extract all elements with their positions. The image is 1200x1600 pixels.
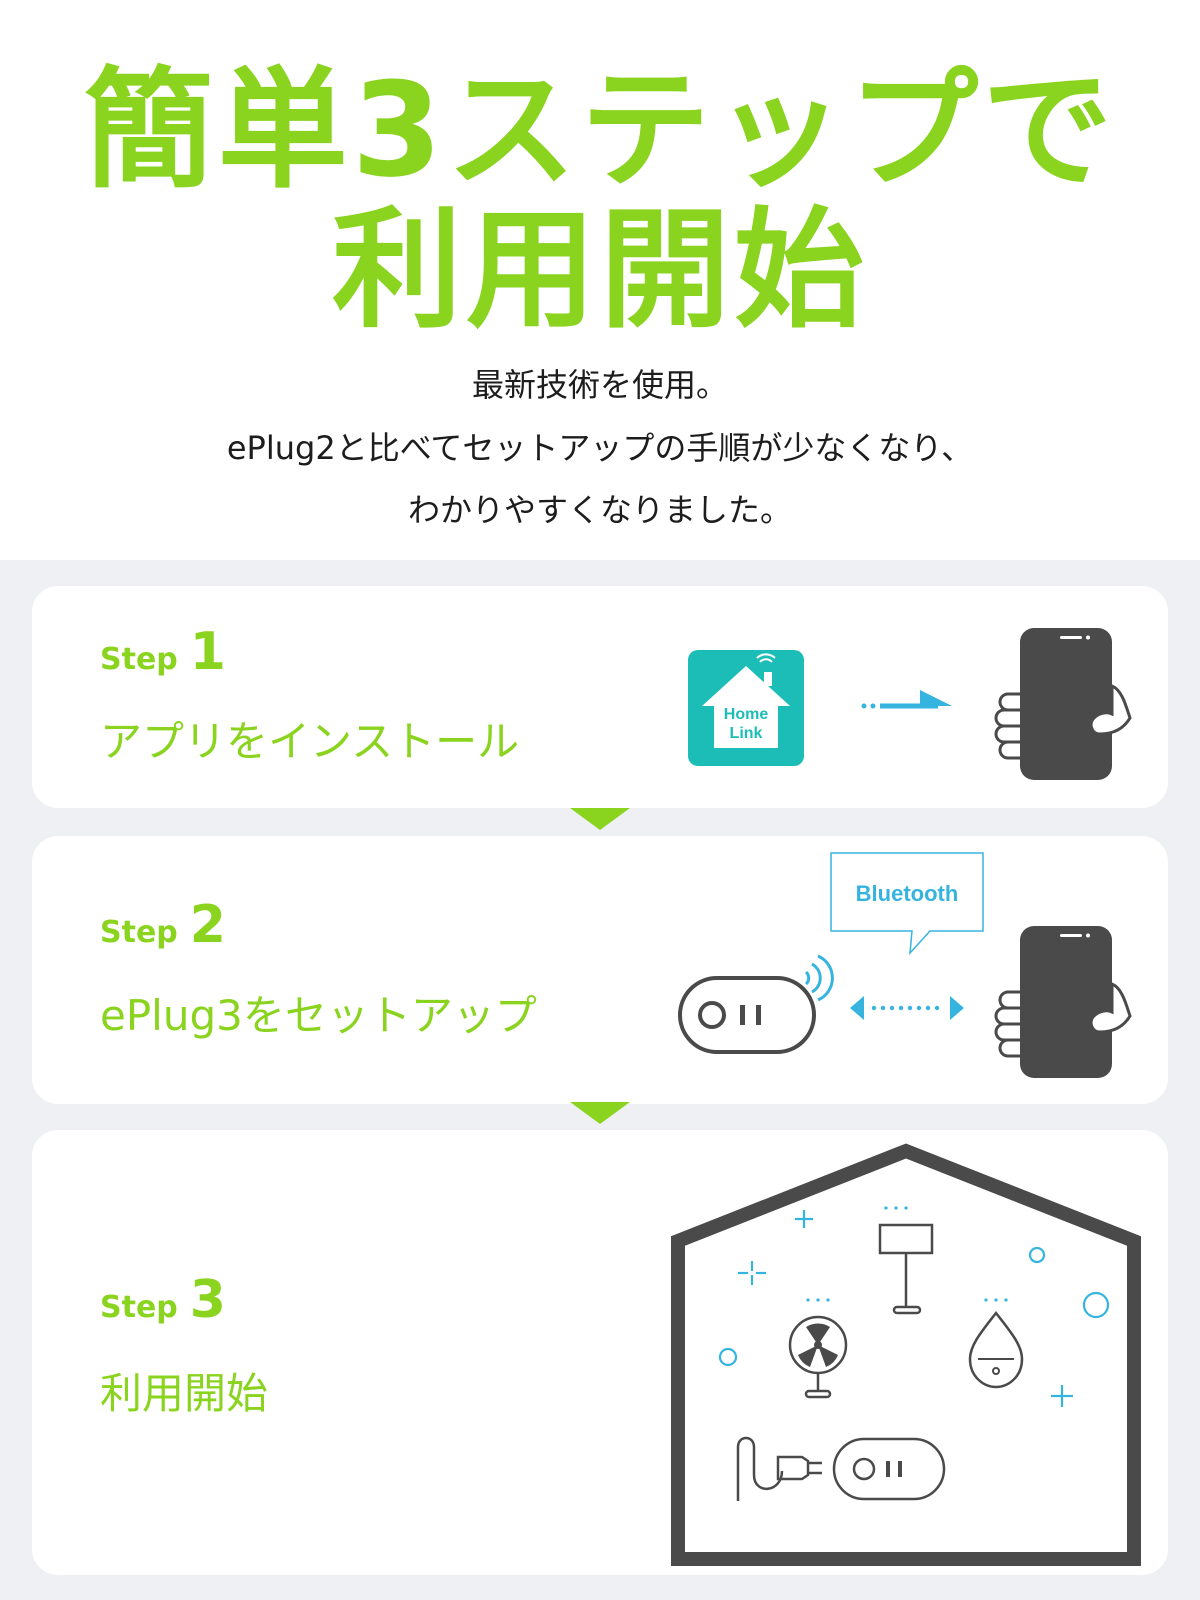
app-label-line-2: Link [730,725,763,742]
smartphone-hand-icon [994,926,1132,1078]
bluetooth-bubble: Bluetooth [830,852,984,956]
bluetooth-wave-icon [804,970,811,986]
step-word: Step [100,915,178,950]
chevron-down-icon [570,808,630,830]
step-1-card [32,586,1168,808]
step-1-label: Step 1 [100,622,226,682]
step-word: Step [100,642,178,677]
step-word: Step [100,1290,178,1325]
bluetooth-label: Bluetooth [856,881,959,906]
hero-section: 簡単3ステップで 利用開始 最新技術を使用。 ePlug2と比べてセットアップの… [0,0,1200,560]
fan-icon [788,1298,848,1399]
step-number: 2 [189,895,226,955]
humidifier-icon [968,1298,1024,1389]
home-link-app-icon: Home Link [688,650,804,766]
smartphone-hand-icon [994,628,1132,780]
step-1-description: アプリをインストール [100,717,520,766]
subtitle-line-2: ePlug2と比べてセットアップの手順が少なくなり、 [226,429,974,467]
arrow-right-icon [861,690,952,709]
step-number: 1 [189,622,226,682]
step-3-label: Step 3 [100,1270,226,1330]
subtitle-line-3: わかりやすくなりました。 [407,491,792,529]
sparkle-decorations [718,1210,1110,1407]
subtitle-line-1: 最新技術を使用。 [471,366,728,404]
step-2-description: ePlug3をセットアップ [100,991,537,1040]
headline-line-1: 簡単3ステップで [83,54,1117,206]
app-label-line-1: Home [724,706,769,723]
headline-line-2: 利用開始 [331,194,868,346]
step-number: 3 [189,1270,226,1330]
step-2-label: Step 2 [100,895,226,955]
bidirectional-arrow-icon [850,996,964,1020]
step-3-description: 利用開始 [100,1369,269,1418]
smart-plug-icon [678,954,834,1054]
lamp-icon [878,1206,934,1315]
house-icon [671,1143,1141,1566]
plug-cable-icon [736,1436,946,1501]
chevron-down-icon [570,1102,630,1124]
